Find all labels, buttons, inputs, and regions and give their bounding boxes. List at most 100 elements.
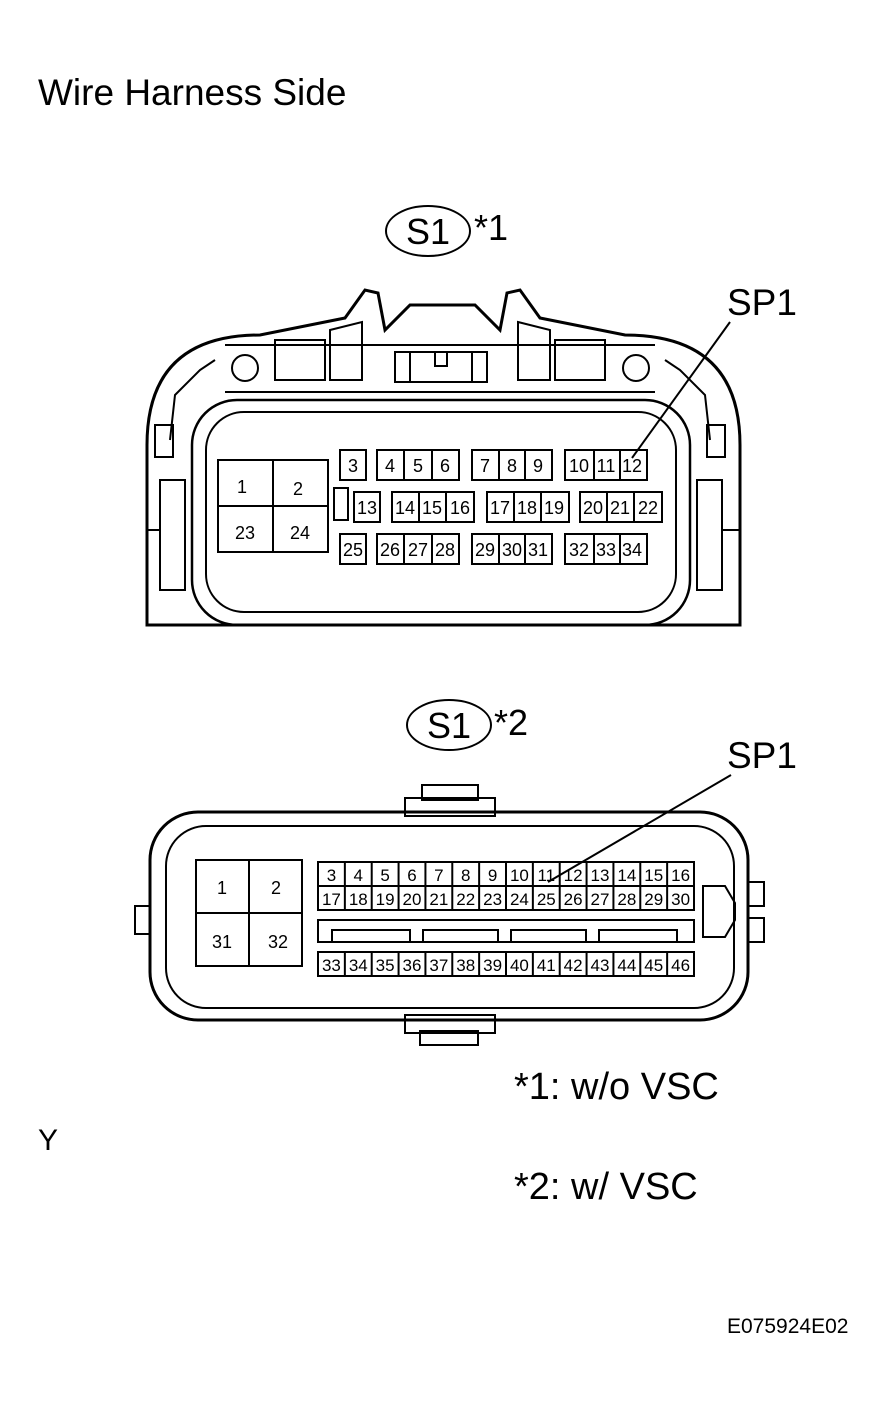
connector-2-pin: 32 (268, 932, 288, 952)
connector-1-pin: 33 (596, 540, 616, 560)
connector-2-body: S1 (134, 699, 765, 1046)
connector-1-pin: 12 (622, 456, 642, 476)
connector-2-cell-dividers (343, 862, 669, 976)
connector-1-pin: 18 (517, 498, 537, 518)
connector-1-body: S1 (145, 205, 742, 627)
connector-2-pin: 39 (483, 956, 502, 975)
connector-1-ref: *1 (474, 207, 509, 248)
connector-2-pin: 3 (327, 866, 336, 885)
connector-1-pin: 31 (528, 540, 548, 560)
connector-1-large-pins: 1 2 23 24 (217, 459, 329, 553)
connector-2-pin: 41 (537, 956, 556, 975)
connector-2-pin: 12 (564, 866, 583, 885)
connector-1-pin: 11 (597, 456, 616, 476)
connector-2-large-pins: 1 2 31 32 (195, 859, 303, 967)
connector-1-pin: 28 (435, 540, 455, 560)
connector-2-pin: 45 (644, 956, 663, 975)
connector-1-pin: 13 (357, 498, 377, 518)
connector-2-pin: 42 (564, 956, 583, 975)
connector-2-pin: 14 (617, 866, 636, 885)
connector-1-pin: 22 (638, 498, 658, 518)
page-title: Wire Harness Side (38, 72, 347, 113)
connector-1-pin: 32 (569, 540, 589, 560)
connector-2-pin: 15 (644, 866, 663, 885)
connector-2-pin: 2 (271, 878, 281, 898)
connector-1-pin: 5 (413, 456, 423, 476)
connector-1-pin: 17 (490, 498, 510, 518)
connector-2-ref: *2 (494, 702, 529, 743)
connector-1-pin: 3 (348, 456, 358, 476)
connector-2-pin: 44 (617, 956, 636, 975)
connector-1-pin: 7 (480, 456, 490, 476)
connector-2-pin: 38 (456, 956, 475, 975)
connector-2-pin: 17 (322, 890, 341, 909)
connector-2-pin: 23 (483, 890, 502, 909)
connector-1-pin: 4 (385, 456, 395, 476)
connector-2-pin: 5 (380, 866, 389, 885)
connector-2-pin: 4 (354, 866, 363, 885)
connector-2-pin: 22 (456, 890, 475, 909)
connector-2-pin: 31 (212, 932, 232, 952)
connector-2-pin: 21 (429, 890, 448, 909)
connector-2-pin: 36 (403, 956, 422, 975)
connector-2-pin: 40 (510, 956, 529, 975)
connector-1-pin: 23 (235, 523, 255, 543)
connector-2-id-ellipse (406, 699, 492, 751)
connector-1-pin: 10 (569, 456, 589, 476)
footnote-2: *2: w/ VSC (514, 1166, 698, 1208)
connector-1-callout-leader (631, 321, 731, 459)
connector-2-pin: 25 (537, 890, 556, 909)
connector-1-pin: 6 (440, 456, 450, 476)
connector-1-pin: 21 (610, 498, 630, 518)
connector-1-pin: 27 (408, 540, 428, 560)
connector-1-id-ellipse (385, 205, 471, 257)
connector-2-pin: 34 (349, 956, 368, 975)
connector-2-pin: 37 (429, 956, 448, 975)
connector-2-id: S1 (427, 705, 471, 746)
connector-1-pin: 25 (343, 540, 363, 560)
connector-2-pin: 8 (461, 866, 470, 885)
connector-2-pin: 20 (403, 890, 422, 909)
connector-1-pin: 26 (380, 540, 400, 560)
connector-2-pin: 9 (488, 866, 497, 885)
figure-code: E075924E02 (727, 1315, 849, 1338)
connector-2-pin: 27 (591, 890, 610, 909)
connector-1-pin: 14 (395, 498, 415, 518)
connector-2-pin: 24 (510, 890, 529, 909)
connector-2-pin: 18 (349, 890, 368, 909)
connector-1-pin: 9 (533, 456, 543, 476)
connector-2-pin: 6 (407, 866, 416, 885)
connector-2-pin: 46 (671, 956, 690, 975)
connector-2-pin: 10 (510, 866, 529, 885)
connector-2-pin: 16 (671, 866, 690, 885)
connector-2-pin: 7 (434, 866, 443, 885)
connector-1-pin: 20 (583, 498, 603, 518)
connector-1-id: S1 (406, 211, 450, 252)
connector-2-pin: 28 (617, 890, 636, 909)
connector-1-pin: 1 (237, 477, 247, 497)
connector-1-callout: SP1 (727, 282, 797, 323)
connector-2-pin: 33 (322, 956, 341, 975)
connector-2-pin: 35 (376, 956, 395, 975)
connector-2-pin: 43 (591, 956, 610, 975)
connector-2-pin: 11 (537, 866, 555, 885)
connector-2-pin: 1 (217, 878, 227, 898)
connector-2-pin: 26 (564, 890, 583, 909)
connector-1-pin: 15 (422, 498, 442, 518)
connector-1-pin: 19 (544, 498, 564, 518)
connector-1-pin: 24 (290, 523, 310, 543)
connector-1-pin: 30 (502, 540, 522, 560)
connector-2-pin: 30 (671, 890, 690, 909)
connector-2-pin: 19 (376, 890, 395, 909)
connector-2-callout: SP1 (727, 735, 797, 776)
connector-1-pin: 2 (293, 479, 303, 499)
connector-1-pin: 16 (450, 498, 470, 518)
connector-1-pin: 29 (475, 540, 495, 560)
connector-1-pin-grid (333, 449, 663, 565)
connector-2-pin: 13 (591, 866, 610, 885)
stray-letter: Y (38, 1124, 59, 1157)
connector-1-pin: 8 (507, 456, 517, 476)
